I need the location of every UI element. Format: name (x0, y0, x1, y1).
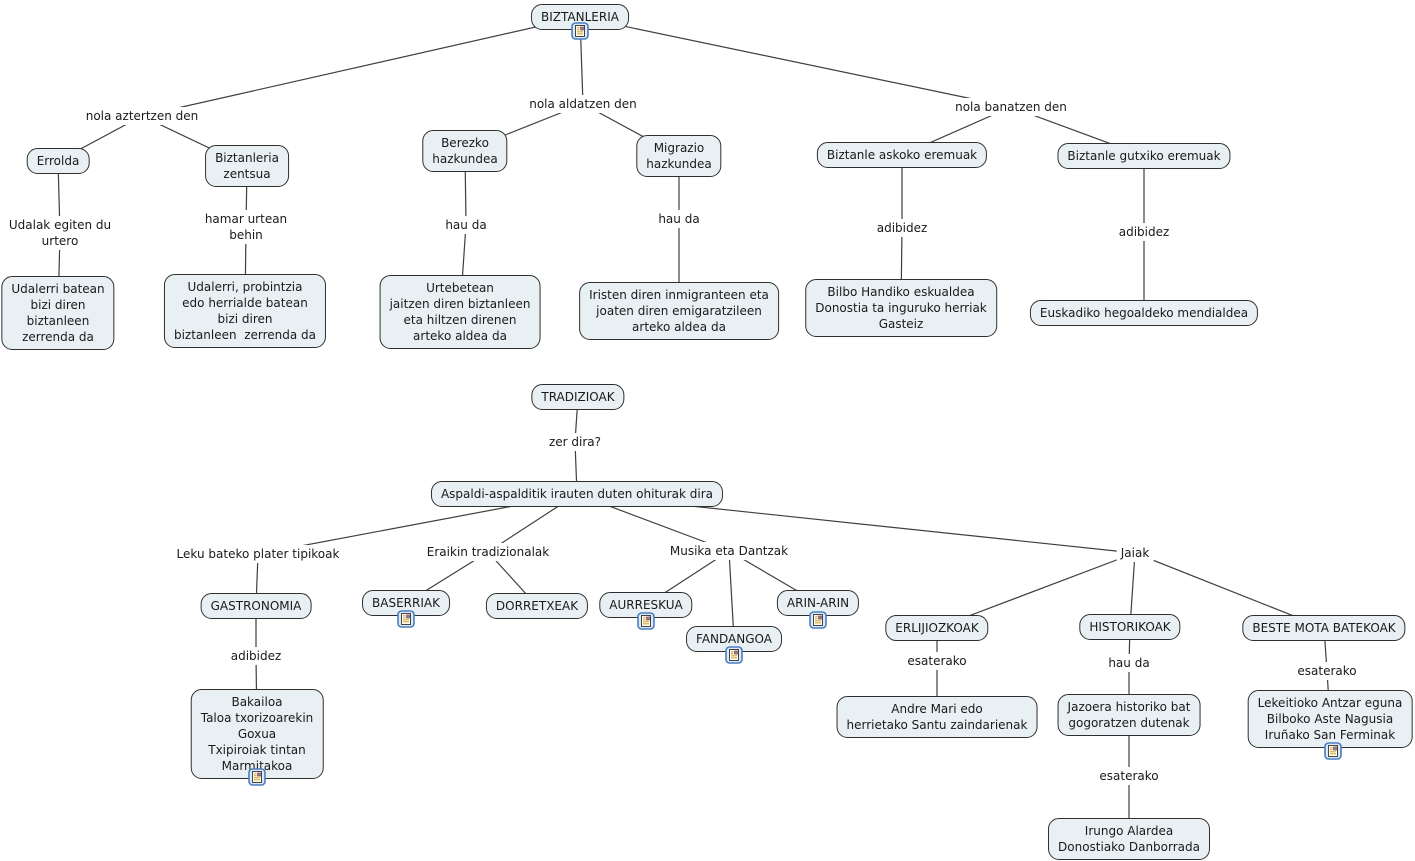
document-resource-icon[interactable] (725, 646, 743, 664)
concept-dorretxeak[interactable]: DORRETXEAK (485, 593, 589, 619)
link-label-jaiak[interactable]: Jaiak (1116, 544, 1154, 562)
document-resource-icon[interactable] (809, 611, 827, 629)
concept-euskadiko-mendialdea[interactable]: Euskadiko hegoaldeko mendialdea (1029, 300, 1259, 326)
link-label-zer-dira[interactable]: zer dira? (544, 433, 606, 451)
concept-gastronomia-adibideak[interactable]: Bakailoa Taloa txorizoarekin Goxua Txipi… (190, 689, 324, 779)
link-label-eraikin-tradizionalak[interactable]: Eraikin tradizionalak (422, 543, 554, 561)
link-label-udalak-egiten-du-urtero[interactable]: Udalak egiten du urtero (4, 216, 116, 250)
concept-fandangoa[interactable]: FANDANGOA (686, 626, 782, 652)
concept-andre-mari[interactable]: Andre Mari edo herrietako Santu zaindari… (836, 696, 1038, 738)
concept-biztanle-askoko-eremuak[interactable]: Biztanle askoko eremuak (816, 142, 988, 168)
concept-beste-jaien-adibideak[interactable]: Lekeitioko Antzar eguna Bilboko Aste Nag… (1247, 690, 1413, 748)
concept-historikoak[interactable]: HISTORIKOAK (1079, 614, 1181, 640)
link-label-adibidez-3[interactable]: adibidez (226, 647, 286, 665)
link-label-adibidez-2[interactable]: adibidez (1114, 223, 1174, 241)
document-resource-icon[interactable] (1324, 742, 1342, 760)
document-resource-icon[interactable] (571, 22, 589, 40)
link-label-hau-da-3[interactable]: hau da (1104, 654, 1154, 672)
document-resource-icon[interactable] (248, 768, 266, 786)
link-label-leku-bateko-plater-tipikoak[interactable]: Leku bateko plater tipikoak (172, 545, 344, 563)
concept-berezko-hazkundea[interactable]: Berezko hazkundea (422, 130, 508, 172)
concept-biztanle-gutxiko-eremuak[interactable]: Biztanle gutxiko eremuak (1057, 143, 1231, 169)
concept-tradizioak[interactable]: TRADIZIOAK (531, 384, 625, 410)
link-label-nola-aztertzen-den[interactable]: nola aztertzen den (81, 107, 203, 125)
concept-udalerri-batean-definizioa[interactable]: Udalerri batean bizi diren biztanleen ze… (1, 276, 115, 350)
concept-biztanleria-zentsua[interactable]: Biztanleria zentsua (205, 145, 289, 187)
concept-irungo-alardea[interactable]: Irungo Alardea Donostiako Danborrada (1048, 818, 1210, 860)
concept-jazoera-historikoa[interactable]: Jazoera historiko bat gogoratzen dutenak (1057, 694, 1201, 736)
link-label-musika-eta-dantzak[interactable]: Musika eta Dantzak (665, 542, 793, 560)
link-label-esaterako-1[interactable]: esaterako (903, 652, 971, 670)
concept-errolda[interactable]: Errolda (26, 148, 90, 174)
concept-gastronomia[interactable]: GASTRONOMIA (200, 593, 312, 619)
link-label-hau-da-1[interactable]: hau da (441, 216, 491, 234)
link-label-nola-aldatzen-den[interactable]: nola aldatzen den (525, 95, 641, 113)
concept-beste-mota-batekoak[interactable]: BESTE MOTA BATEKOAK (1242, 615, 1406, 641)
link-label-hamar-urtean-behin[interactable]: hamar urtean behin (200, 210, 292, 244)
document-resource-icon[interactable] (397, 610, 415, 628)
link-label-esaterako-3[interactable]: esaterako (1293, 662, 1361, 680)
link-label-nola-banatzen-den[interactable]: nola banatzen den (951, 98, 1071, 116)
document-resource-icon[interactable] (637, 612, 655, 630)
concept-ohiturak-definizioa[interactable]: Aspaldi-aspalditik irauten duten ohitura… (430, 481, 724, 507)
concept-erlijiozkoak[interactable]: ERLIJIOZKOAK (885, 615, 989, 641)
concept-iristen-definizioa[interactable]: Iristen diren inmigranteen eta joaten di… (579, 282, 779, 340)
concept-bilbo-adibideak[interactable]: Bilbo Handiko eskualdea Donostia ta ingu… (805, 279, 997, 337)
concept-udalerri-probintzia-definizioa[interactable]: Udalerri, probintzia edo herrialde batea… (163, 274, 327, 348)
link-label-hau-da-2[interactable]: hau da (654, 210, 704, 228)
link-label-esaterako-2[interactable]: esaterako (1095, 767, 1163, 785)
concept-migrazio-hazkundea[interactable]: Migrazio hazkundea (636, 135, 722, 177)
link-label-adibidez-1[interactable]: adibidez (872, 219, 932, 237)
concept-urtebetean-definizioa[interactable]: Urtebetean jaitzen diren biztanleen eta … (379, 275, 541, 349)
